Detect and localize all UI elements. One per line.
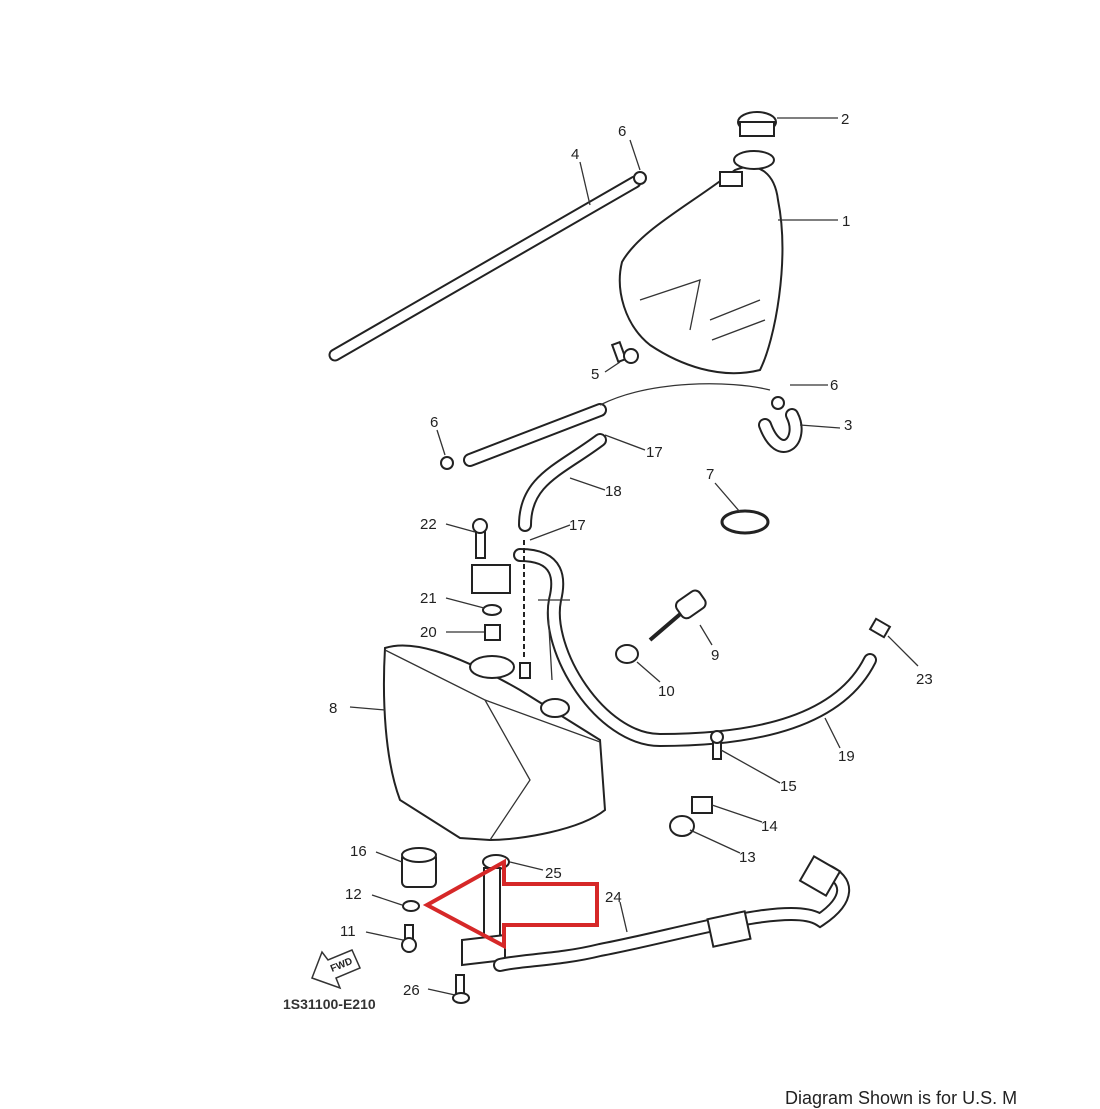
- part-24-hose-fitting: [461, 855, 851, 972]
- part-10-oring: [615, 644, 639, 664]
- part-26-bolt: [452, 974, 470, 1004]
- callout-17: 17: [646, 444, 663, 461]
- part-11-bolt: [401, 924, 417, 953]
- callout-6: 6: [618, 123, 626, 140]
- callout-17: 17: [569, 517, 586, 534]
- callout-25: 25: [545, 865, 562, 882]
- callout-2: 2: [841, 111, 849, 128]
- part-12-washer: [402, 900, 420, 912]
- part-7-clamp: [720, 509, 770, 535]
- part-21-oring: [482, 604, 502, 616]
- part-23-fitting: [868, 617, 892, 639]
- callout-10: 10: [658, 683, 675, 700]
- part-16-cap: [401, 847, 437, 888]
- callout-9: 9: [711, 647, 719, 664]
- highlight-arrow: [422, 858, 599, 950]
- part-20-collar: [484, 624, 501, 641]
- callout-1: 1: [842, 213, 850, 230]
- part-19-hose: [513, 548, 877, 748]
- callout-6: 6: [830, 377, 838, 394]
- fwd-arrow-icon: FWD: [311, 949, 361, 990]
- part-6-clamp: [440, 456, 454, 470]
- callout-20: 20: [420, 624, 437, 641]
- callout-15: 15: [780, 778, 797, 795]
- callout-14: 14: [761, 818, 778, 835]
- callout-19: 19: [838, 748, 855, 765]
- part-1-reservoir-tank: [618, 150, 784, 375]
- leader-lines: [349, 117, 919, 996]
- part-6-clamp: [633, 171, 647, 185]
- callout-22: 22: [420, 516, 437, 533]
- callout-4: 4: [571, 146, 579, 163]
- callout-3: 3: [844, 417, 852, 434]
- part-18-hose: [518, 433, 607, 532]
- footer-note: Diagram Shown is for U.S. M: [785, 1088, 1018, 1108]
- callout-7: 7: [706, 466, 714, 483]
- diagram-code: 1S31100-E210: [283, 996, 376, 1012]
- part-3-hose: [463, 383, 803, 467]
- callout-11: 11: [340, 923, 356, 940]
- callout-26: 26: [403, 982, 420, 999]
- part-8-oil-tank: [382, 540, 607, 842]
- part-4-hose: [328, 175, 642, 362]
- callout-18: 18: [605, 483, 622, 500]
- callout-23: 23: [916, 671, 933, 688]
- part-6-clamp: [771, 396, 785, 410]
- part-2-cap: [737, 111, 777, 137]
- part-9-dipstick: [648, 589, 707, 642]
- callout-24: 24: [605, 889, 622, 906]
- callout-5: 5: [591, 366, 599, 383]
- callout-12: 12: [345, 886, 362, 903]
- callout-21: 21: [420, 590, 437, 607]
- part-22-bolt: [471, 518, 511, 594]
- callout-8: 8: [329, 700, 337, 717]
- part-13-plug: [669, 815, 695, 837]
- part-5-bolt: [610, 340, 639, 364]
- part-15-bolt: [710, 730, 724, 760]
- callout-13: 13: [739, 849, 756, 866]
- callout-16: 16: [350, 843, 367, 860]
- part-14-plug: [691, 796, 713, 814]
- callout-6: 6: [430, 414, 438, 431]
